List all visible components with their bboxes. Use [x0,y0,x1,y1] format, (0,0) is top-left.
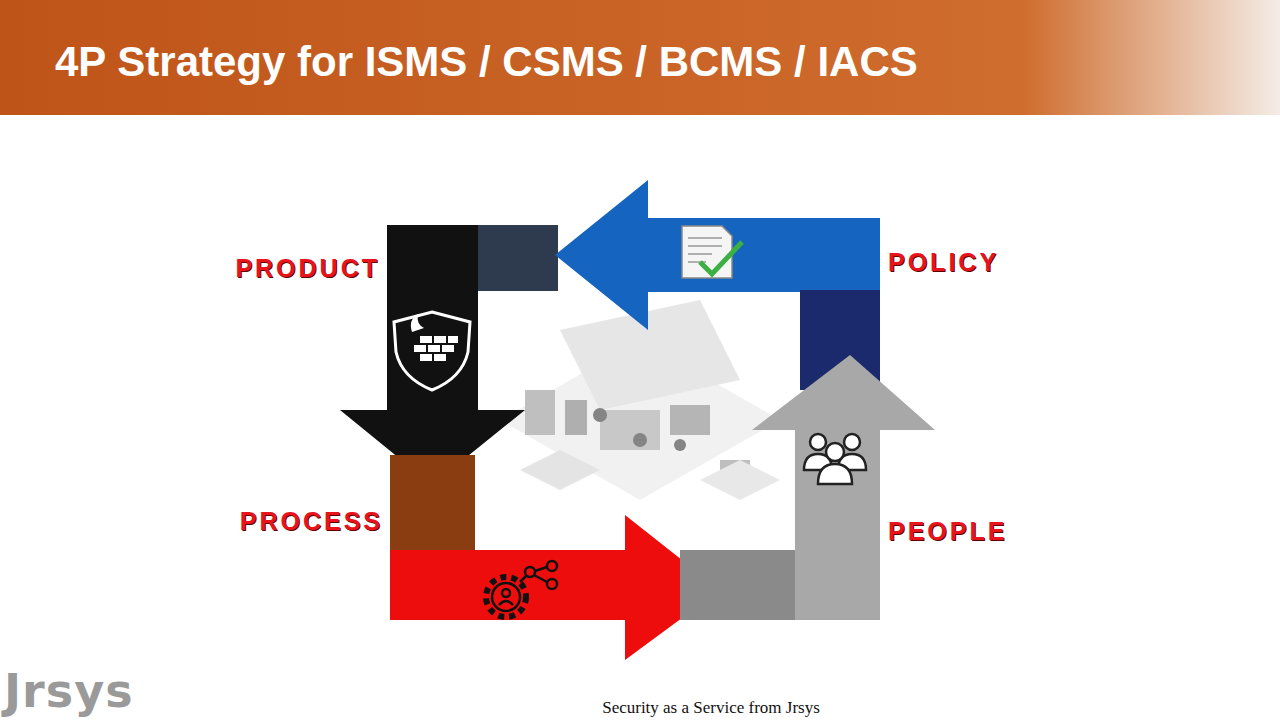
part-label: PEOPLE [888,517,1007,546]
people-icon [804,434,866,484]
slide-title: 4P Strategy for ISMS / CSMS / BCMS / IAC… [55,38,918,86]
center-illustration [500,300,780,500]
process-icon [486,561,557,617]
policy-icon [682,226,742,278]
people-arrow [752,355,935,620]
part-label: PRODUCT [235,254,380,283]
part-label: POLICY [888,248,999,277]
slide-caption: Security as a Service from Jrsys [602,698,820,718]
header-bar [0,0,1280,115]
company-logo: Jrsys [4,664,134,718]
process-arrow [390,515,720,660]
part-label: PROCESS [240,507,383,536]
product-icon [394,312,470,390]
